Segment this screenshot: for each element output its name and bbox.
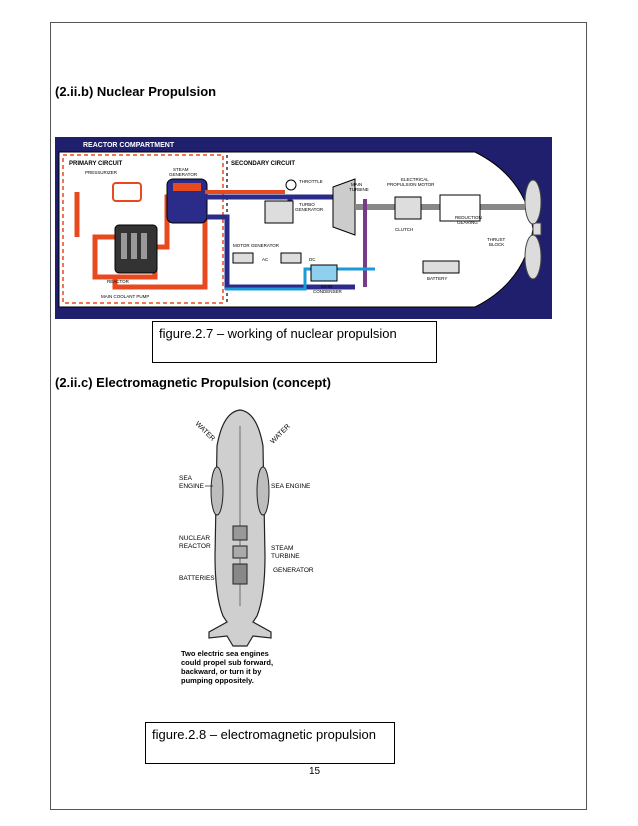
label-turbo-generator-1: TURBO xyxy=(299,202,315,207)
label-main-turbine-1: MAIN xyxy=(351,182,362,187)
label-pressurizer: PRESSURIZER xyxy=(85,170,118,175)
note-line-4: pumping oppositely. xyxy=(181,676,254,685)
label-reduction-1: REDUCTION xyxy=(455,215,482,220)
reactor-compartment-boundary xyxy=(62,154,224,304)
label-reactor-compartment: REACTOR COMPARTMENT xyxy=(83,142,175,149)
label-sea-engine-right: SEA ENGINE xyxy=(271,483,311,490)
electrical-propulsion-motor xyxy=(394,196,422,220)
label-steam-turbine-2: TURBINE xyxy=(271,553,300,560)
label-nuclear-reactor-2: REACTOR xyxy=(179,543,211,550)
electromagnetic-propulsion-diagram: WATER WATER SEA ENGINE SEA ENGINE NUCLEA… xyxy=(177,406,322,690)
battery-block xyxy=(232,563,248,585)
label-reactor: REACTOR xyxy=(107,279,130,284)
label-ac: AC xyxy=(262,257,269,262)
label-electrical-motor-2: PROPULSION MOTOR xyxy=(387,182,435,187)
label-generator: GENERATOR xyxy=(273,567,314,574)
label-primary-circuit: PRIMARY CIRCUIT xyxy=(69,161,123,167)
label-motor-generator: MOTOR GENERATOR xyxy=(233,243,280,248)
battery xyxy=(422,260,460,274)
pressurizer-tank xyxy=(112,182,142,202)
label-clutch: CLUTCH xyxy=(395,227,413,232)
label-batteries: BATTERIES xyxy=(179,575,215,582)
label-dc: DC xyxy=(309,257,316,262)
main-condenser xyxy=(310,264,338,282)
main-turbine xyxy=(332,178,356,236)
label-sea-engine-left-2: ENGINE xyxy=(179,483,205,490)
label-turbo-generator-2: GENERATOR xyxy=(295,207,324,212)
label-main-coolant-pump: MAIN COOLANT PUMP xyxy=(101,294,149,299)
label-steam-turbine-1: STEAM xyxy=(271,545,293,552)
propeller-icon xyxy=(524,179,542,280)
label-reduction-2: GEARING xyxy=(457,220,478,225)
motor-generator-dc xyxy=(280,252,302,264)
reactor-block xyxy=(232,525,248,541)
sea-engine-left xyxy=(210,466,224,516)
nuclear-propulsion-diagram: REACTOR COMPARTMENT PRIMARY CIRCUIT SECO… xyxy=(55,137,552,319)
condenser-loop xyxy=(225,267,375,291)
label-main-condenser-1: MAIN xyxy=(321,284,332,289)
throttle-valve-icon xyxy=(285,179,297,191)
label-sea-engine-left-1: SEA xyxy=(179,475,193,482)
note-line-3: backward, or turn it by xyxy=(181,667,262,676)
sea-engine-right xyxy=(256,466,270,516)
label-steam-generator-2: GENERATOR xyxy=(169,172,198,177)
page-frame xyxy=(50,22,587,810)
turbine-block xyxy=(232,545,248,559)
label-main-turbine-2: TURBINE xyxy=(349,187,369,192)
turbo-generator xyxy=(264,200,294,224)
label-secondary-circuit: SECONDARY CIRCUIT xyxy=(231,161,295,167)
page-number: 15 xyxy=(309,766,321,777)
label-throttle: THROTTLE xyxy=(299,179,323,184)
label-electrical-motor-1: ELECTRICAL xyxy=(401,177,429,182)
label-thrust-1: THRUST xyxy=(487,237,505,242)
label-steam-generator-1: STEAM xyxy=(173,167,189,172)
label-thrust-2: BLOCK xyxy=(489,242,504,247)
figure-2-8-caption: figure.2.8 – electromagnetic propulsion xyxy=(145,722,395,764)
heading-electromagnetic-propulsion: (2.ii.c) Electromagnetic Propulsion (con… xyxy=(55,375,331,390)
note-line-1: Two electric sea engines xyxy=(181,649,269,658)
note-line-2: could propel sub forward, xyxy=(181,658,273,667)
reduction-gearing xyxy=(439,194,481,222)
label-battery: BATTERY xyxy=(427,276,447,281)
label-nuclear-reactor-1: NUCLEAR xyxy=(179,535,210,542)
motor-generator-ac xyxy=(232,252,254,264)
label-main-condenser-2: CONDENSER xyxy=(313,289,343,294)
heading-nuclear-propulsion: (2.ii.b) Nuclear Propulsion xyxy=(55,84,217,99)
figure-2-7-caption: figure.2.7 – working of nuclear propulsi… xyxy=(152,321,437,363)
